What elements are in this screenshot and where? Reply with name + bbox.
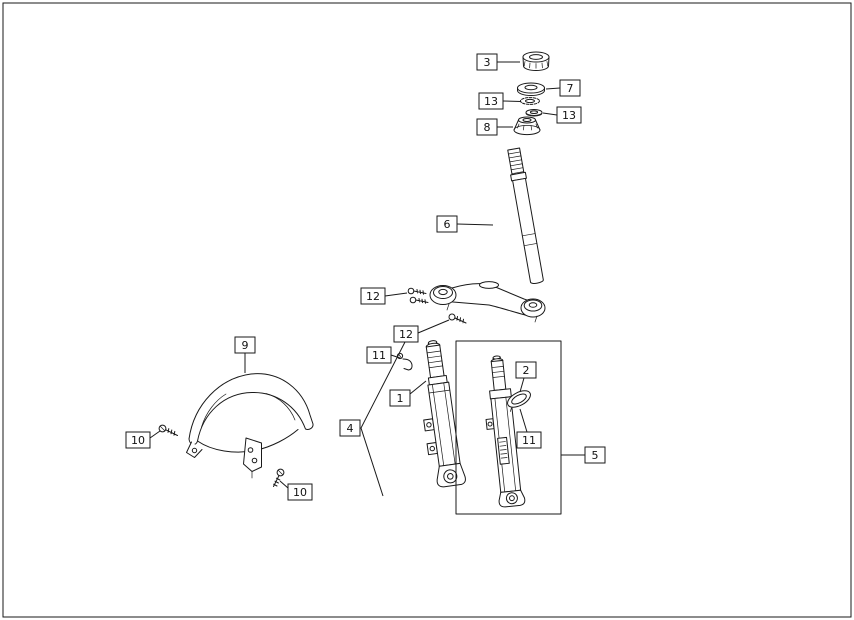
leader-line [384, 292, 408, 297]
leader-line [542, 112, 558, 116]
svg-text:9: 9 [242, 339, 249, 352]
leader-line [409, 380, 427, 395]
bearing-cover-drawing [513, 116, 541, 136]
svg-text:11: 11 [372, 349, 386, 362]
front-fender-drawing [186, 373, 314, 479]
steering-tube-drawing [507, 147, 544, 284]
leader-line [519, 408, 528, 433]
part5-group-box [455, 340, 562, 515]
part-label-10-right: 10 [279, 480, 313, 501]
part-label-13-top: 13 [478, 92, 522, 110]
part-label-5: 5 [561, 446, 606, 464]
leader-line [417, 319, 450, 334]
svg-text:12: 12 [399, 328, 413, 341]
thin-washer-drawing [525, 109, 543, 117]
svg-text:4: 4 [347, 422, 354, 435]
leader-line [390, 354, 401, 359]
leader-line [279, 480, 289, 489]
steering-nut-drawing [522, 51, 550, 71]
part-label-12-lower: 12 [393, 319, 450, 343]
leader-line [149, 430, 161, 439]
svg-text:12: 12 [366, 290, 380, 303]
svg-text:8: 8 [484, 121, 491, 134]
part-label-12-upper: 12 [360, 287, 408, 305]
svg-text:6: 6 [444, 218, 451, 231]
svg-text:7: 7 [567, 82, 574, 95]
fender-screw-left-drawing [158, 424, 178, 436]
leader-line [545, 87, 561, 90]
part-label-1: 1 [389, 380, 427, 407]
svg-text:13: 13 [484, 95, 498, 108]
part-label-2: 2 [515, 361, 537, 393]
svg-text:13: 13 [562, 109, 576, 122]
part-label-11-right: 11 [516, 408, 542, 449]
fender-screw-right-drawing [273, 468, 285, 487]
svg-text:10: 10 [293, 486, 307, 499]
yoke-pinch-bolt-drawing [448, 313, 467, 324]
cable-clip-drawing [396, 352, 413, 371]
lock-washer-drawing [520, 97, 540, 105]
lock-plate-drawing [507, 390, 531, 412]
svg-text:10: 10 [131, 434, 145, 447]
leader-bracket [360, 341, 406, 497]
part-label-13-right: 13 [542, 106, 582, 124]
svg-text:11: 11 [522, 434, 536, 447]
part-label-9: 9 [234, 336, 256, 373]
right-fork-leg-drawing [485, 355, 526, 508]
upper-washer-drawing [517, 82, 545, 96]
svg-text:2: 2 [523, 364, 530, 377]
part-label-6: 6 [436, 215, 494, 233]
leader-line [519, 377, 525, 393]
yoke-bolt-pair-drawing [407, 287, 429, 304]
svg-text:5: 5 [592, 449, 599, 462]
part-label-10-left: 10 [125, 430, 161, 449]
lower-yoke-drawing [429, 281, 546, 323]
part-label-8: 8 [476, 118, 513, 136]
svg-text:1: 1 [397, 392, 404, 405]
part-label-4: 4 [339, 341, 406, 497]
part-label-11-left: 11 [366, 346, 401, 364]
part-label-7: 7 [545, 79, 581, 97]
part-label-3: 3 [476, 53, 520, 71]
leader-line [502, 100, 522, 102]
left-fork-leg-drawing [423, 340, 466, 488]
svg-text:3: 3 [484, 56, 491, 69]
leader-line [456, 223, 494, 226]
